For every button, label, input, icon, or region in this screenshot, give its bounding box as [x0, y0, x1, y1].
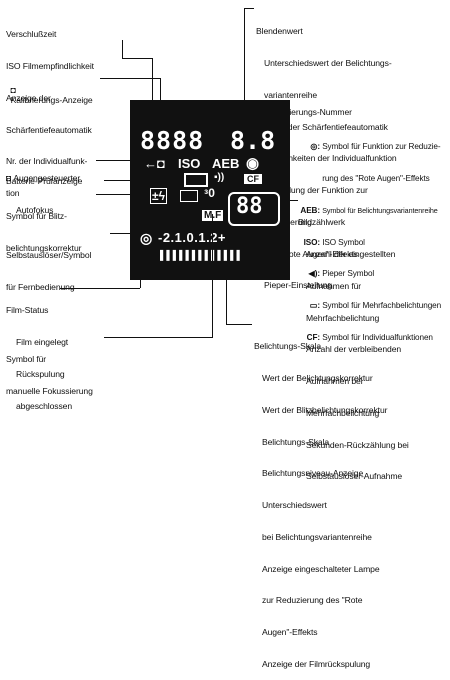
lcd-shutter-digits: 8888	[140, 126, 205, 155]
label-calibration-row: ◘ Kalibrierungs-Anzeige	[6, 74, 93, 106]
label-eye-af: ◘ Augengesteuerter Autofokus	[6, 173, 81, 215]
lcd-frame-counter-box	[228, 192, 280, 226]
lcd-panel: 8888 8.8 ←◘ ISO AEB ◉ ▪)) CF ±ϟ ᵌ0 88 M.…	[130, 100, 290, 280]
label-selftimer: Selbstauslöser/Symbol für Fernbedienung	[6, 250, 92, 292]
lcd-selftimer-icon: ᵌ0	[204, 186, 215, 200]
label-film-status: Film-Status Film eingelegt Rückspulung a…	[6, 305, 73, 411]
label-cf-2: tion	[6, 188, 20, 199]
label-exposure-scale: Belichtungs-Skala Wert der Belichtungsko…	[254, 341, 388, 669]
lcd-exposure-scale: -2.1.0.1.2+	[158, 230, 227, 245]
lcd-frame-counter: 88	[236, 194, 263, 219]
lcd-red-eye-icon: ◉	[246, 155, 260, 172]
lcd-battery-icon	[184, 173, 208, 187]
lcd-scale-bars: ▌▌▌▌▌▌▌▌▌▌▌▌▌	[160, 250, 243, 260]
label-calibration: Kalibrierungs-Anzeige	[10, 95, 93, 106]
symbol-legend: ◎: Symbol für Funktion zur Reduzie- rung…	[300, 142, 442, 342]
label-manual-focus: Symbol für manuelle Fokussierung	[6, 354, 93, 396]
lcd-flash-comp-icon: ±ϟ	[150, 188, 167, 204]
lcd-cf: CF	[244, 174, 262, 184]
eye-af-icon: ◘	[6, 173, 14, 184]
calibration-icon: ◘	[10, 84, 16, 95]
label-flash-comp: Symbol für Blitz- belichtungskorrektur	[6, 211, 82, 253]
label-iso: ISO Filmempfindlichkeit	[6, 60, 94, 71]
label-battery: Batterie-Prüfanzeige	[6, 176, 83, 186]
label-shutter: Verschlußzeit	[6, 29, 57, 40]
lcd-film-icon: ◎	[140, 230, 153, 246]
label-dof-1: Anzeige der	[6, 92, 51, 103]
lcd-multi-exposure-icon	[180, 190, 198, 202]
lcd-beeper-icon: ▪))	[214, 172, 225, 183]
lcd-aperture-digits: 8.8	[230, 126, 276, 155]
lcd-iso: ISO	[178, 156, 201, 171]
lcd-aeb: AEB	[212, 156, 240, 171]
lcd-eye-af-icon: ←◘	[144, 156, 165, 171]
label-dof-2: Schärfentiefeautomatik	[6, 124, 92, 135]
label-cf-1: Nr. der Individualfunk-	[6, 156, 88, 167]
